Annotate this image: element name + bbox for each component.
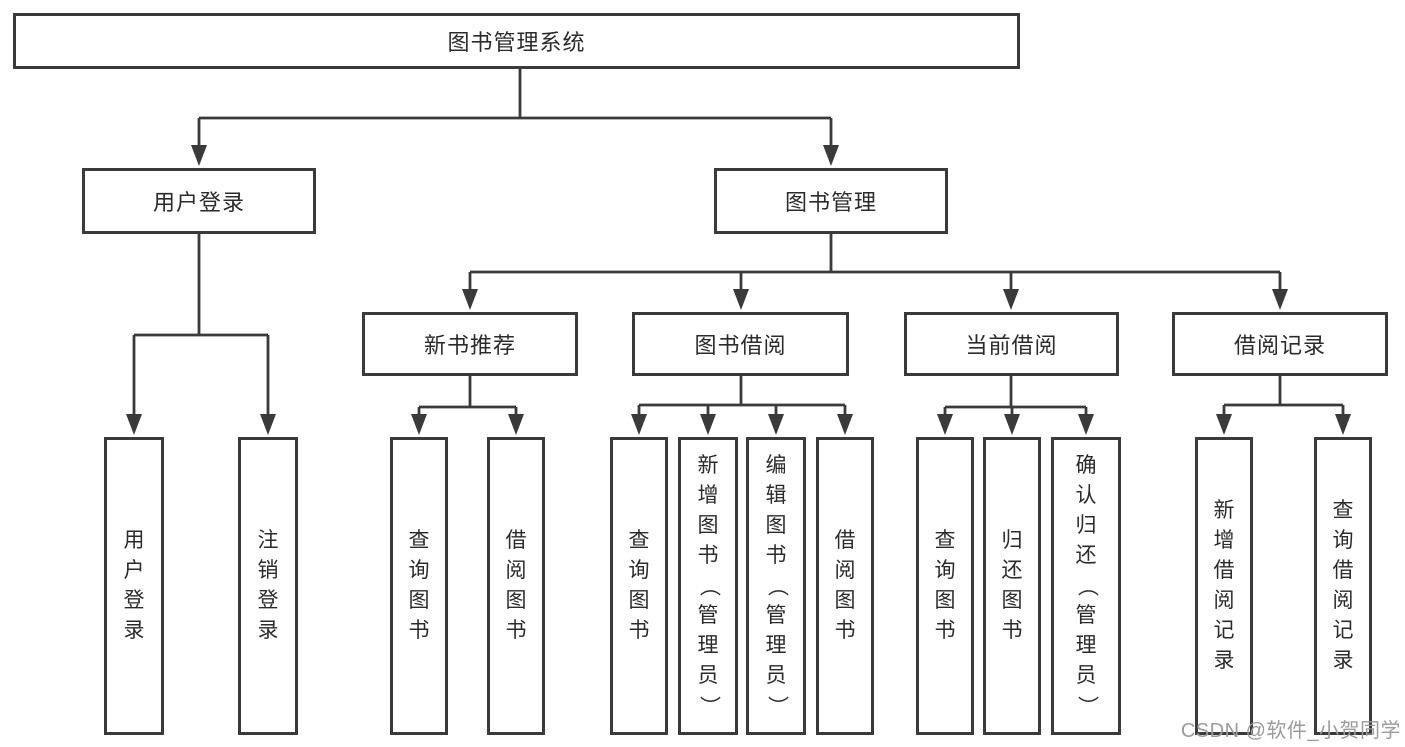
node-new-book-recommend: 新书推荐: [362, 312, 578, 376]
leaf-logout: 注销登录: [238, 437, 298, 735]
leaf-query-books-borrow: 查询图书: [610, 437, 668, 735]
leaf-add-borrow-record: 新增借阅记录: [1195, 437, 1253, 735]
node-library-system: 图书管理系统: [13, 13, 1020, 69]
node-current-borrow: 当前借阅: [904, 312, 1119, 376]
leaf-return-books: 归还图书: [983, 437, 1041, 735]
leaf-query-borrow-record: 查询借阅记录: [1314, 437, 1372, 735]
leaf-borrow-books-recommend: 借阅图书: [487, 437, 545, 735]
leaf-edit-books-admin: 编辑图书（管理员）: [746, 437, 806, 735]
node-borrow-records: 借阅记录: [1172, 312, 1388, 376]
leaf-borrow-books: 借阅图书: [816, 437, 874, 735]
leaf-query-books-recommend: 查询图书: [390, 437, 448, 735]
arrowheads: [126, 145, 1351, 435]
watermark: CSDN @软件_小贺同学: [1180, 720, 1401, 742]
node-book-borrow: 图书借阅: [632, 312, 849, 376]
leaf-confirm-return-admin: 确认归还（管理员）: [1051, 437, 1121, 735]
node-book-management: 图书管理: [714, 168, 948, 234]
leaf-add-books-admin: 新增图书（管理员）: [678, 437, 738, 735]
node-user-login: 用户登录: [82, 168, 316, 234]
leaf-query-books-current: 查询图书: [916, 437, 974, 735]
leaf-user-login: 用户登录: [104, 437, 164, 735]
